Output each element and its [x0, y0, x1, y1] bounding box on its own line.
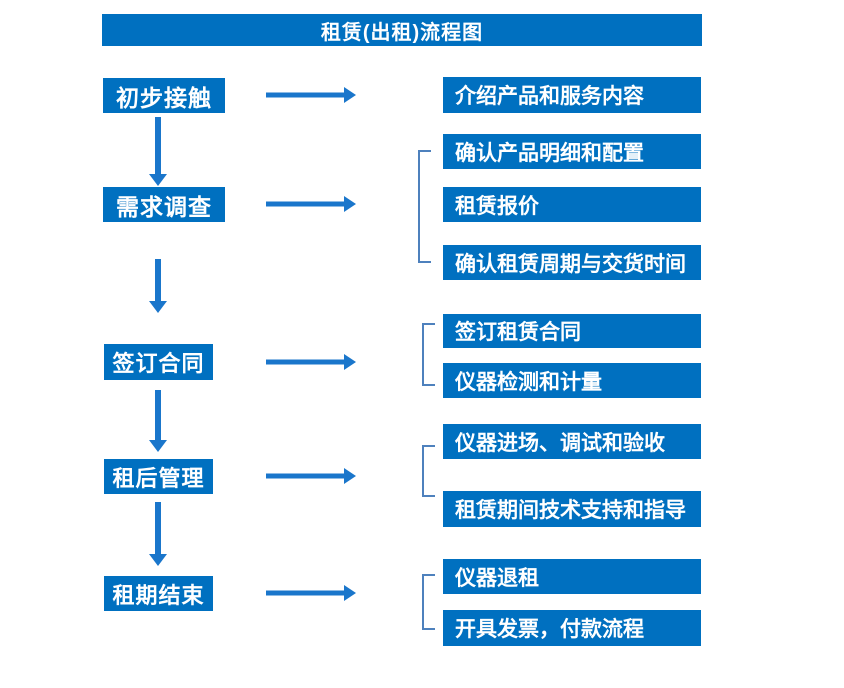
bracket-stage-2	[418, 150, 431, 263]
h-arrow-stage-2	[266, 194, 356, 214]
arrow-shaft	[155, 117, 161, 176]
arrow-head-icon	[149, 301, 167, 313]
output-box-sign-rental-contract: 签订租赁合同	[443, 314, 701, 348]
flowchart-title: 租赁(出租)流程图	[102, 14, 702, 46]
arrow-head-icon	[149, 174, 167, 186]
h-arrow-stage-1	[266, 85, 356, 105]
stage-box-demand-survey: 需求调查	[103, 187, 225, 222]
arrow-shaft	[266, 590, 345, 596]
v-arrow-4	[149, 502, 167, 566]
output-box-rental-quote: 租赁报价	[443, 187, 701, 222]
output-box-tech-support: 租赁期间技术支持和指导	[443, 491, 701, 527]
output-box-confirm-rental-period: 确认租赁周期与交货时间	[443, 245, 701, 280]
arrow-head-icon	[344, 468, 356, 484]
arrow-head-icon	[149, 440, 167, 452]
h-arrow-stage-5	[266, 583, 356, 603]
bracket-stage-4	[422, 445, 435, 497]
stage-box-sign-contract: 签订合同	[104, 344, 213, 380]
arrow-shaft	[155, 502, 161, 556]
output-box-instrument-return: 仪器退租	[443, 559, 701, 594]
arrow-shaft	[266, 201, 345, 207]
arrow-head-icon	[344, 354, 356, 370]
stage-box-initial-contact: 初步接触	[103, 78, 225, 113]
bracket-stage-5	[422, 574, 435, 630]
arrow-head-icon	[344, 87, 356, 103]
v-arrow-2	[149, 259, 167, 313]
h-arrow-stage-3	[266, 352, 356, 372]
h-arrow-stage-4	[266, 466, 356, 486]
output-box-intro-products: 介绍产品和服务内容	[443, 77, 701, 113]
arrow-shaft	[266, 359, 345, 365]
v-arrow-1	[149, 117, 167, 186]
stage-box-rental-end: 租期结束	[104, 576, 213, 611]
output-box-confirm-product-details: 确认产品明细和配置	[443, 134, 701, 169]
arrow-shaft	[155, 390, 161, 442]
v-arrow-3	[149, 390, 167, 452]
output-box-invoice-payment: 开具发票，付款流程	[443, 610, 701, 646]
arrow-shaft	[155, 259, 161, 303]
arrow-head-icon	[344, 585, 356, 601]
output-box-instrument-testing: 仪器检测和计量	[443, 363, 701, 398]
output-box-instrument-setup: 仪器进场、调试和验收	[443, 424, 701, 459]
bracket-stage-3	[422, 323, 435, 386]
stage-box-post-rental-management: 租后管理	[104, 459, 213, 494]
arrow-shaft	[266, 473, 345, 479]
arrow-head-icon	[344, 196, 356, 212]
arrow-head-icon	[149, 554, 167, 566]
arrow-shaft	[266, 92, 345, 98]
